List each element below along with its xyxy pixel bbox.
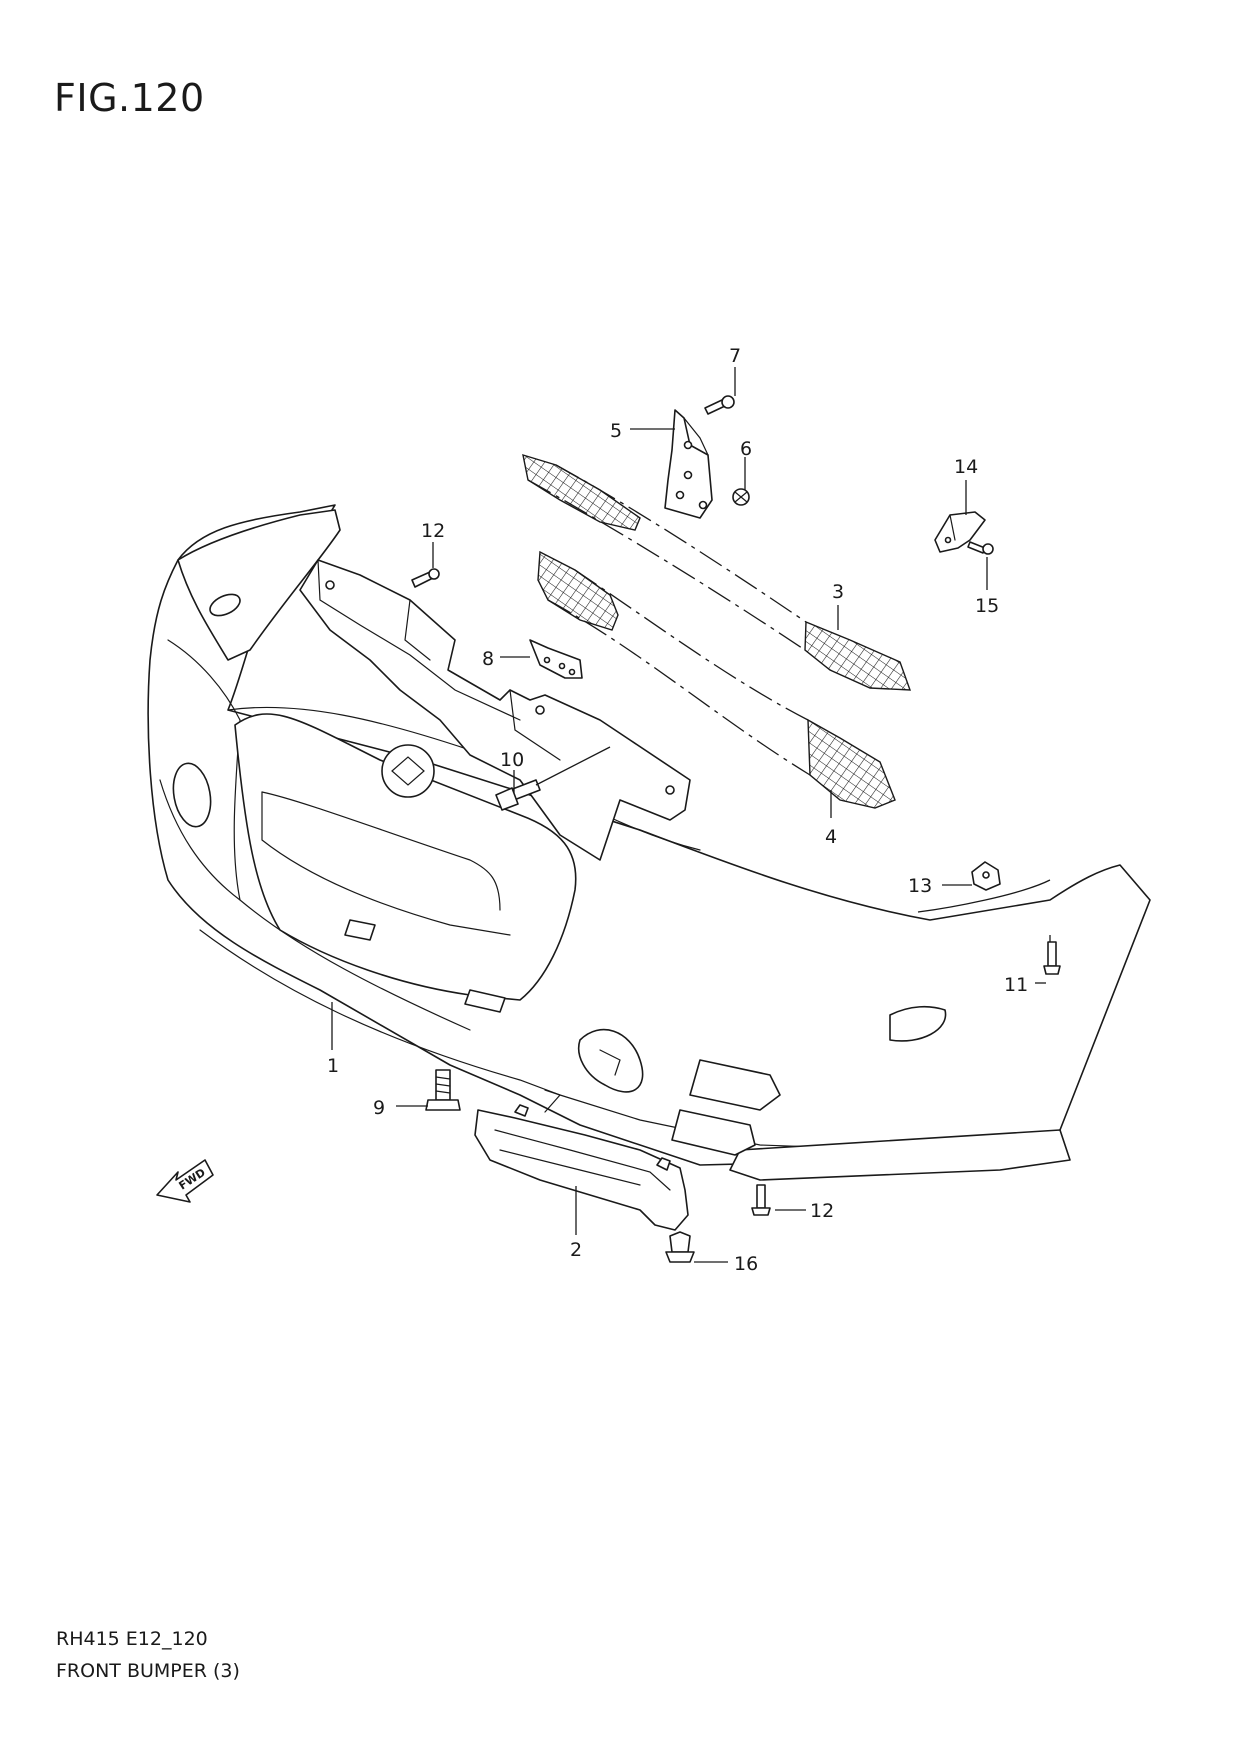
front-bumper-cover [147,504,1151,1181]
callout-1: 1 [327,1055,339,1077]
screw-7 [704,395,735,415]
side-mount-bracket [934,511,986,553]
screw-15 [967,541,994,555]
figure-title: FIG.120 [54,76,205,120]
callout-8: 8 [482,648,494,670]
callout-labels: 1 2 3 4 5 6 7 8 9 10 11 12 12 13 14 15 1… [327,345,1028,1275]
callout-12-lower: 12 [810,1200,834,1222]
callout-5: 5 [610,420,622,442]
push-clip-16 [665,1231,695,1263]
callout-9: 9 [373,1097,385,1119]
model-code: RH415 E12_120 [56,1628,208,1650]
figure-name: FRONT BUMPER (3) [56,1660,240,1682]
upper-bumper-reinforcement [299,559,691,861]
lower-cover-bracket [474,1104,689,1231]
callout-7: 7 [729,345,741,367]
callout-12-upper: 12 [421,520,445,542]
callout-15: 15 [975,595,999,617]
clip-nut [732,488,750,506]
bolt-9 [425,1069,461,1111]
upper-grille-mesh [522,453,912,691]
small-retainer-bracket [529,639,583,679]
mesh-mounting-bracket [664,409,713,519]
callout-3: 3 [832,581,844,603]
bolt-10 [495,746,611,811]
screw-12-lower [751,1184,771,1216]
callout-6: 6 [740,438,752,460]
callout-10: 10 [500,749,524,771]
screw-12-upper [411,568,440,588]
emblem-icon [381,744,435,798]
callout-4: 4 [825,826,837,848]
screw-11 [1043,941,1061,975]
callout-11: 11 [1004,974,1028,996]
retainer-clip-13 [971,861,1001,891]
callout-2: 2 [570,1239,582,1261]
forward-arrow-icon: FWD [156,1159,214,1203]
callout-13: 13 [908,875,932,897]
lower-grille-mesh [537,550,896,809]
callout-14: 14 [954,456,978,478]
leader-lines [331,367,1051,1263]
callout-16: 16 [734,1253,758,1275]
